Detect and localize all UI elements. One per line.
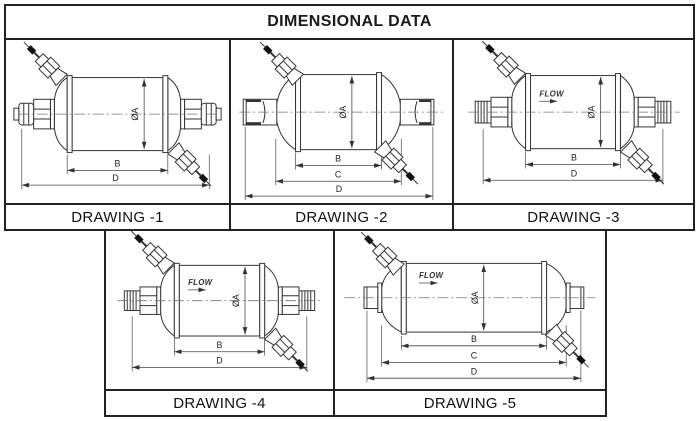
svg-text:ØA: ØA: [130, 108, 140, 121]
svg-text:ØA: ØA: [231, 294, 241, 307]
flow-indicator: FLOW: [419, 271, 444, 286]
svg-text:B: B: [471, 334, 477, 344]
access-valve-top-icon: [475, 40, 527, 86]
dim-b: B: [66, 154, 169, 175]
svg-text:B: B: [335, 154, 341, 164]
svg-text:FLOW: FLOW: [188, 278, 213, 287]
drawing-1-label: DRAWING -1: [6, 205, 231, 229]
dim-diameter-a: ØA: [130, 79, 147, 150]
labels-row-bottom: DRAWING -4 DRAWING -5: [106, 389, 605, 415]
access-valve-bottom-icon: [166, 141, 219, 193]
flow-indicator: FLOW: [539, 89, 565, 104]
svg-text:D: D: [216, 355, 222, 365]
access-valve-top-icon: [253, 40, 305, 87]
drawing-2-label: DRAWING -2: [231, 205, 454, 229]
svg-text:ØA: ØA: [587, 106, 597, 119]
drawing-1-cell: ØA B D: [6, 40, 231, 203]
access-valve-bottom-icon: [544, 322, 596, 375]
dim-b: B: [525, 151, 621, 169]
dim-d: D: [366, 310, 582, 383]
svg-text:FLOW: FLOW: [539, 89, 565, 98]
dim-diameter-a: ØA: [338, 76, 355, 149]
svg-text:B: B: [571, 153, 577, 163]
drawing-4-figure: FLOW ØA B: [117, 231, 322, 379]
drawing-5-label: DRAWING -5: [423, 394, 517, 412]
flow-indicator: FLOW: [188, 278, 213, 293]
drawings-row-bottom: FLOW ØA B: [106, 231, 605, 389]
dim-d: D: [244, 126, 434, 201]
dim-d: D: [482, 128, 664, 185]
dim-d: D: [21, 128, 210, 190]
dim-diameter-a: ØA: [470, 264, 487, 331]
access-valve-bottom-icon: [263, 326, 315, 379]
drawing-3-label: DRAWING -3: [527, 208, 620, 226]
svg-text:ØA: ØA: [338, 106, 348, 119]
access-valve-top-icon: [354, 231, 406, 277]
access-valve-bottom-icon: [619, 139, 671, 192]
page-title: DIMENSIONAL DATA: [6, 6, 693, 40]
svg-text:C: C: [335, 169, 342, 179]
svg-text:D: D: [471, 366, 477, 376]
dim-b: B: [400, 334, 547, 350]
svg-text:B: B: [217, 340, 223, 350]
svg-text:FLOW: FLOW: [419, 271, 444, 280]
dim-b: B: [295, 152, 382, 170]
drawing-4-label: DRAWING -4: [106, 391, 335, 415]
svg-text:C: C: [471, 351, 478, 361]
drawing-2-cell: ØA B C: [231, 40, 454, 203]
svg-text:ØA: ØA: [470, 291, 480, 304]
dim-d: D: [131, 316, 308, 372]
access-valve-top-icon: [124, 231, 176, 276]
top-table: DIMENSIONAL DATA: [4, 4, 695, 231]
dim-diameter-a: ØA: [587, 77, 604, 148]
drawing-5-figure: FLOW ØA B: [344, 231, 596, 383]
labels-row-top: DRAWING -1 DRAWING -2 DRAWING -3: [6, 203, 693, 229]
svg-text:D: D: [112, 173, 118, 183]
bottom-table: FLOW ØA B: [104, 229, 607, 417]
drawing-1-figure: ØA B D: [13, 40, 222, 193]
dim-c: C: [275, 138, 402, 186]
drawing-2-figure: ØA B C: [239, 40, 444, 201]
dim-b: B: [174, 338, 265, 356]
svg-text:D: D: [336, 184, 342, 194]
dim-diameter-a: ØA: [231, 266, 248, 335]
svg-text:D: D: [571, 168, 577, 178]
drawing-3-figure: FLOW ØA B: [468, 40, 680, 192]
drawing-3-cell: FLOW ØA B: [454, 40, 693, 203]
access-valve-top-icon: [16, 40, 69, 87]
drawing-5-cell: FLOW ØA B: [335, 231, 605, 389]
svg-text:B: B: [115, 158, 121, 168]
drawing-4-cell: FLOW ØA B: [106, 231, 335, 389]
drawings-row-top: ØA B D: [6, 40, 693, 203]
